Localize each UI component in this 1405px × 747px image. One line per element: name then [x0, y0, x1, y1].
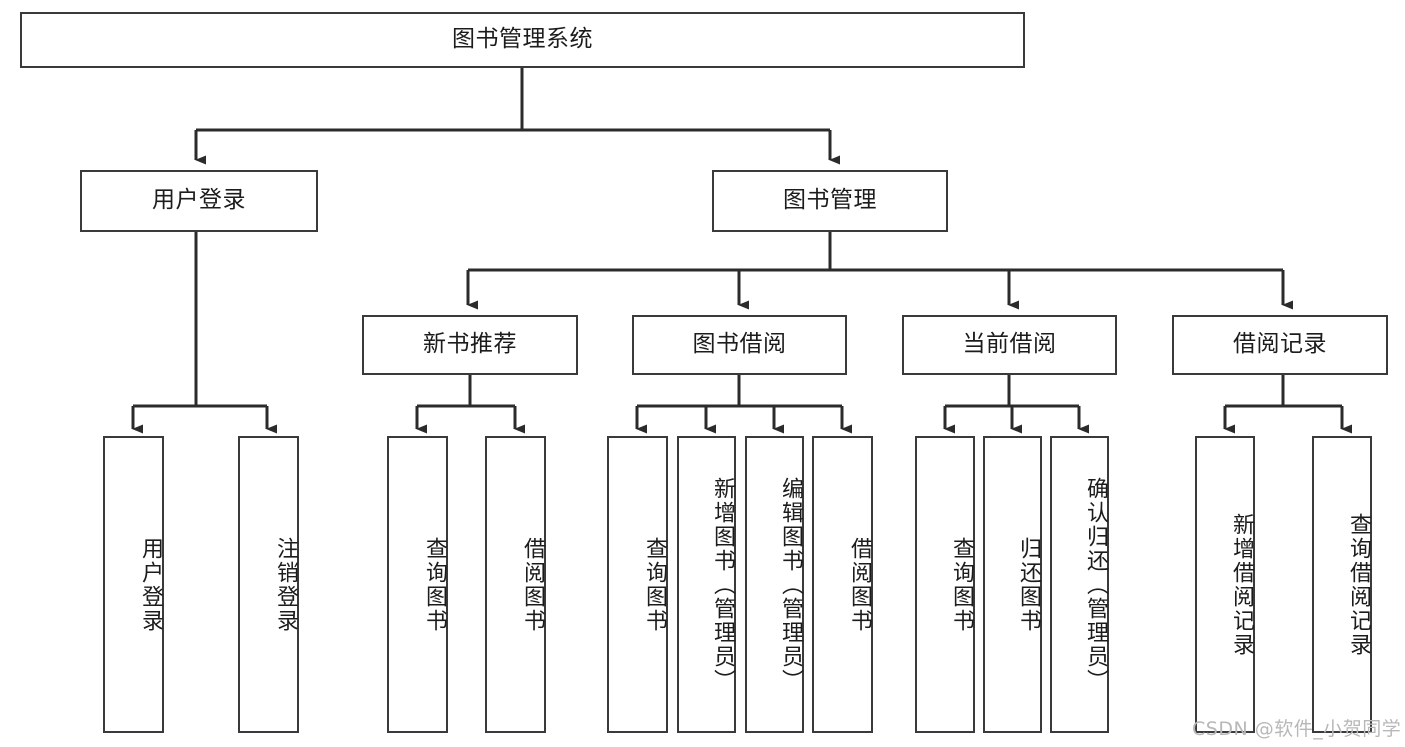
node-new-book-recommendation[interactable]: 新书推荐	[362, 315, 578, 375]
node-root-book-management-system[interactable]: 图书管理系统	[20, 12, 1025, 68]
leaf-borrow-lend-books[interactable]: 借阅图书	[812, 436, 873, 733]
node-book-borrowing[interactable]: 图书借阅	[632, 315, 847, 375]
leaf-newbook-borrow-books[interactable]: 借阅图书	[485, 436, 546, 733]
node-label: 用户登录	[138, 536, 163, 633]
node-label: 查询借阅记录	[1346, 512, 1371, 657]
leaf-records-query-record[interactable]: 查询借阅记录	[1312, 436, 1372, 733]
leaf-newbook-query-books[interactable]: 查询图书	[387, 436, 448, 733]
leaf-borrow-query-books[interactable]: 查询图书	[607, 436, 668, 733]
leaf-user-login[interactable]: 用户登录	[103, 436, 164, 733]
node-current-borrowing[interactable]: 当前借阅	[902, 315, 1117, 375]
node-label: 查询图书	[949, 536, 974, 633]
leaf-current-query-books[interactable]: 查询图书	[915, 436, 975, 733]
node-label: 借阅图书	[847, 536, 872, 633]
leaf-borrow-edit-book-admin[interactable]: 编辑图书（管理员）	[745, 436, 804, 733]
leaf-current-confirm-return-admin[interactable]: 确认归还（管理员）	[1050, 436, 1109, 733]
node-label: 编辑图书（管理员）	[778, 476, 803, 693]
node-label: 查询图书	[642, 536, 667, 633]
node-label: 借阅图书	[520, 536, 545, 633]
node-label: 查询图书	[422, 536, 447, 633]
node-label: 图书管理系统	[452, 26, 593, 53]
node-label: 新增图书（管理员）	[710, 476, 735, 693]
leaf-current-return-books[interactable]: 归还图书	[983, 436, 1042, 733]
leaf-borrow-add-book-admin[interactable]: 新增图书（管理员）	[677, 436, 736, 733]
leaf-records-add-record[interactable]: 新增借阅记录	[1195, 436, 1255, 733]
node-label: 图书管理	[783, 187, 877, 214]
node-label: 归还图书	[1016, 536, 1041, 633]
leaf-user-logout[interactable]: 注销登录	[238, 436, 299, 733]
node-user-login[interactable]: 用户登录	[80, 170, 318, 232]
node-label: 用户登录	[152, 187, 246, 214]
node-label: 新书推荐	[423, 331, 517, 358]
node-label: 确认归还（管理员）	[1083, 476, 1108, 693]
node-label: 图书借阅	[692, 331, 787, 358]
node-label: 借阅记录	[1233, 331, 1327, 358]
node-borrowing-records[interactable]: 借阅记录	[1172, 315, 1388, 375]
node-label: 新增借阅记录	[1229, 512, 1254, 657]
node-label: 当前借阅	[962, 331, 1057, 358]
node-label: 注销登录	[273, 536, 298, 633]
node-book-management[interactable]: 图书管理	[712, 170, 948, 232]
